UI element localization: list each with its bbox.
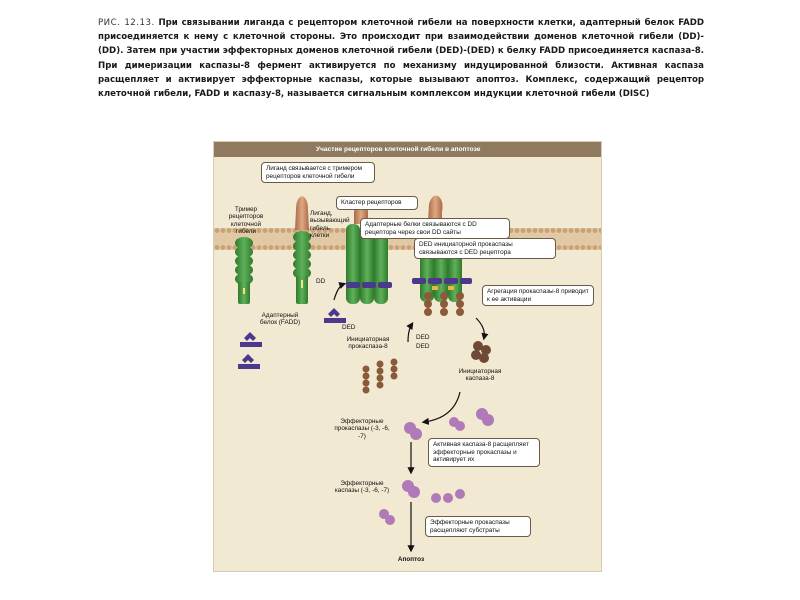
active-caspase8-icon [471, 341, 491, 363]
label-ded-procaspase-2: DED [416, 343, 430, 350]
label-apoptosis: Апоптоз [397, 556, 425, 563]
receptor-trimer-icon [235, 237, 253, 304]
apoptosis-diagram: Участие рецепторов клеточной гибели в ап… [213, 141, 602, 572]
fadd-adapter-icons [238, 308, 346, 369]
label-ded-free: DED [342, 324, 356, 331]
ligand-receptor-icon [293, 196, 311, 304]
callout-effector-cleave: Эффекторные прокаспазы расщепляют субстр… [425, 516, 531, 538]
label-initiator-caspase: Инициаторная каспаза-8 [458, 368, 502, 383]
callout-ded-binds: DED инициаторной прокаспазы связываются … [414, 238, 556, 260]
label-adapter: Адаптерный белок (FADD) [259, 312, 301, 327]
label-initiator-procaspase: Инициаторная прокаспаза-8 [346, 336, 390, 351]
callout-aggregation: Агрегация прокаспазы-8 приводит к ее акт… [482, 285, 594, 307]
label-trimer: Тример рецепторов клеточной гибели [228, 206, 264, 236]
label-effector-procaspases: Эффекторные прокаспазы (-3, -6, -7) [334, 418, 390, 440]
callout-ligand-binds: Лиганд связывается с тримером рецепторов… [261, 162, 375, 184]
callout-adapter-binds: Адаптерные белки связываются с DD рецепт… [360, 218, 510, 240]
effector-caspase-icons [379, 408, 494, 525]
label-dd: DD [316, 278, 326, 285]
figure-caption: РИС. 12.13. При связывании лиганда с рец… [98, 16, 704, 101]
diagram-title: Участие рецепторов клеточной гибели в ап… [214, 142, 601, 157]
label-effector-caspases: Эффекторные каспазы (-3, -6, -7) [334, 480, 390, 495]
caption-text: При связывании лиганда с рецептором клет… [98, 18, 704, 100]
label-ligand: Лиганд, вызывающий гибель клетки [310, 210, 350, 240]
figure-number: РИС. 12.13. [98, 18, 155, 28]
initiator-procaspase-icons [362, 358, 398, 394]
label-ded-procaspase-1: DED [416, 334, 430, 341]
callout-receptor-cluster: Кластер рецепторов [336, 196, 418, 210]
pathway-arrows [333, 282, 489, 553]
callout-active-cleaves: Активная каспаза-8 расщепляет эффекторны… [428, 438, 540, 467]
